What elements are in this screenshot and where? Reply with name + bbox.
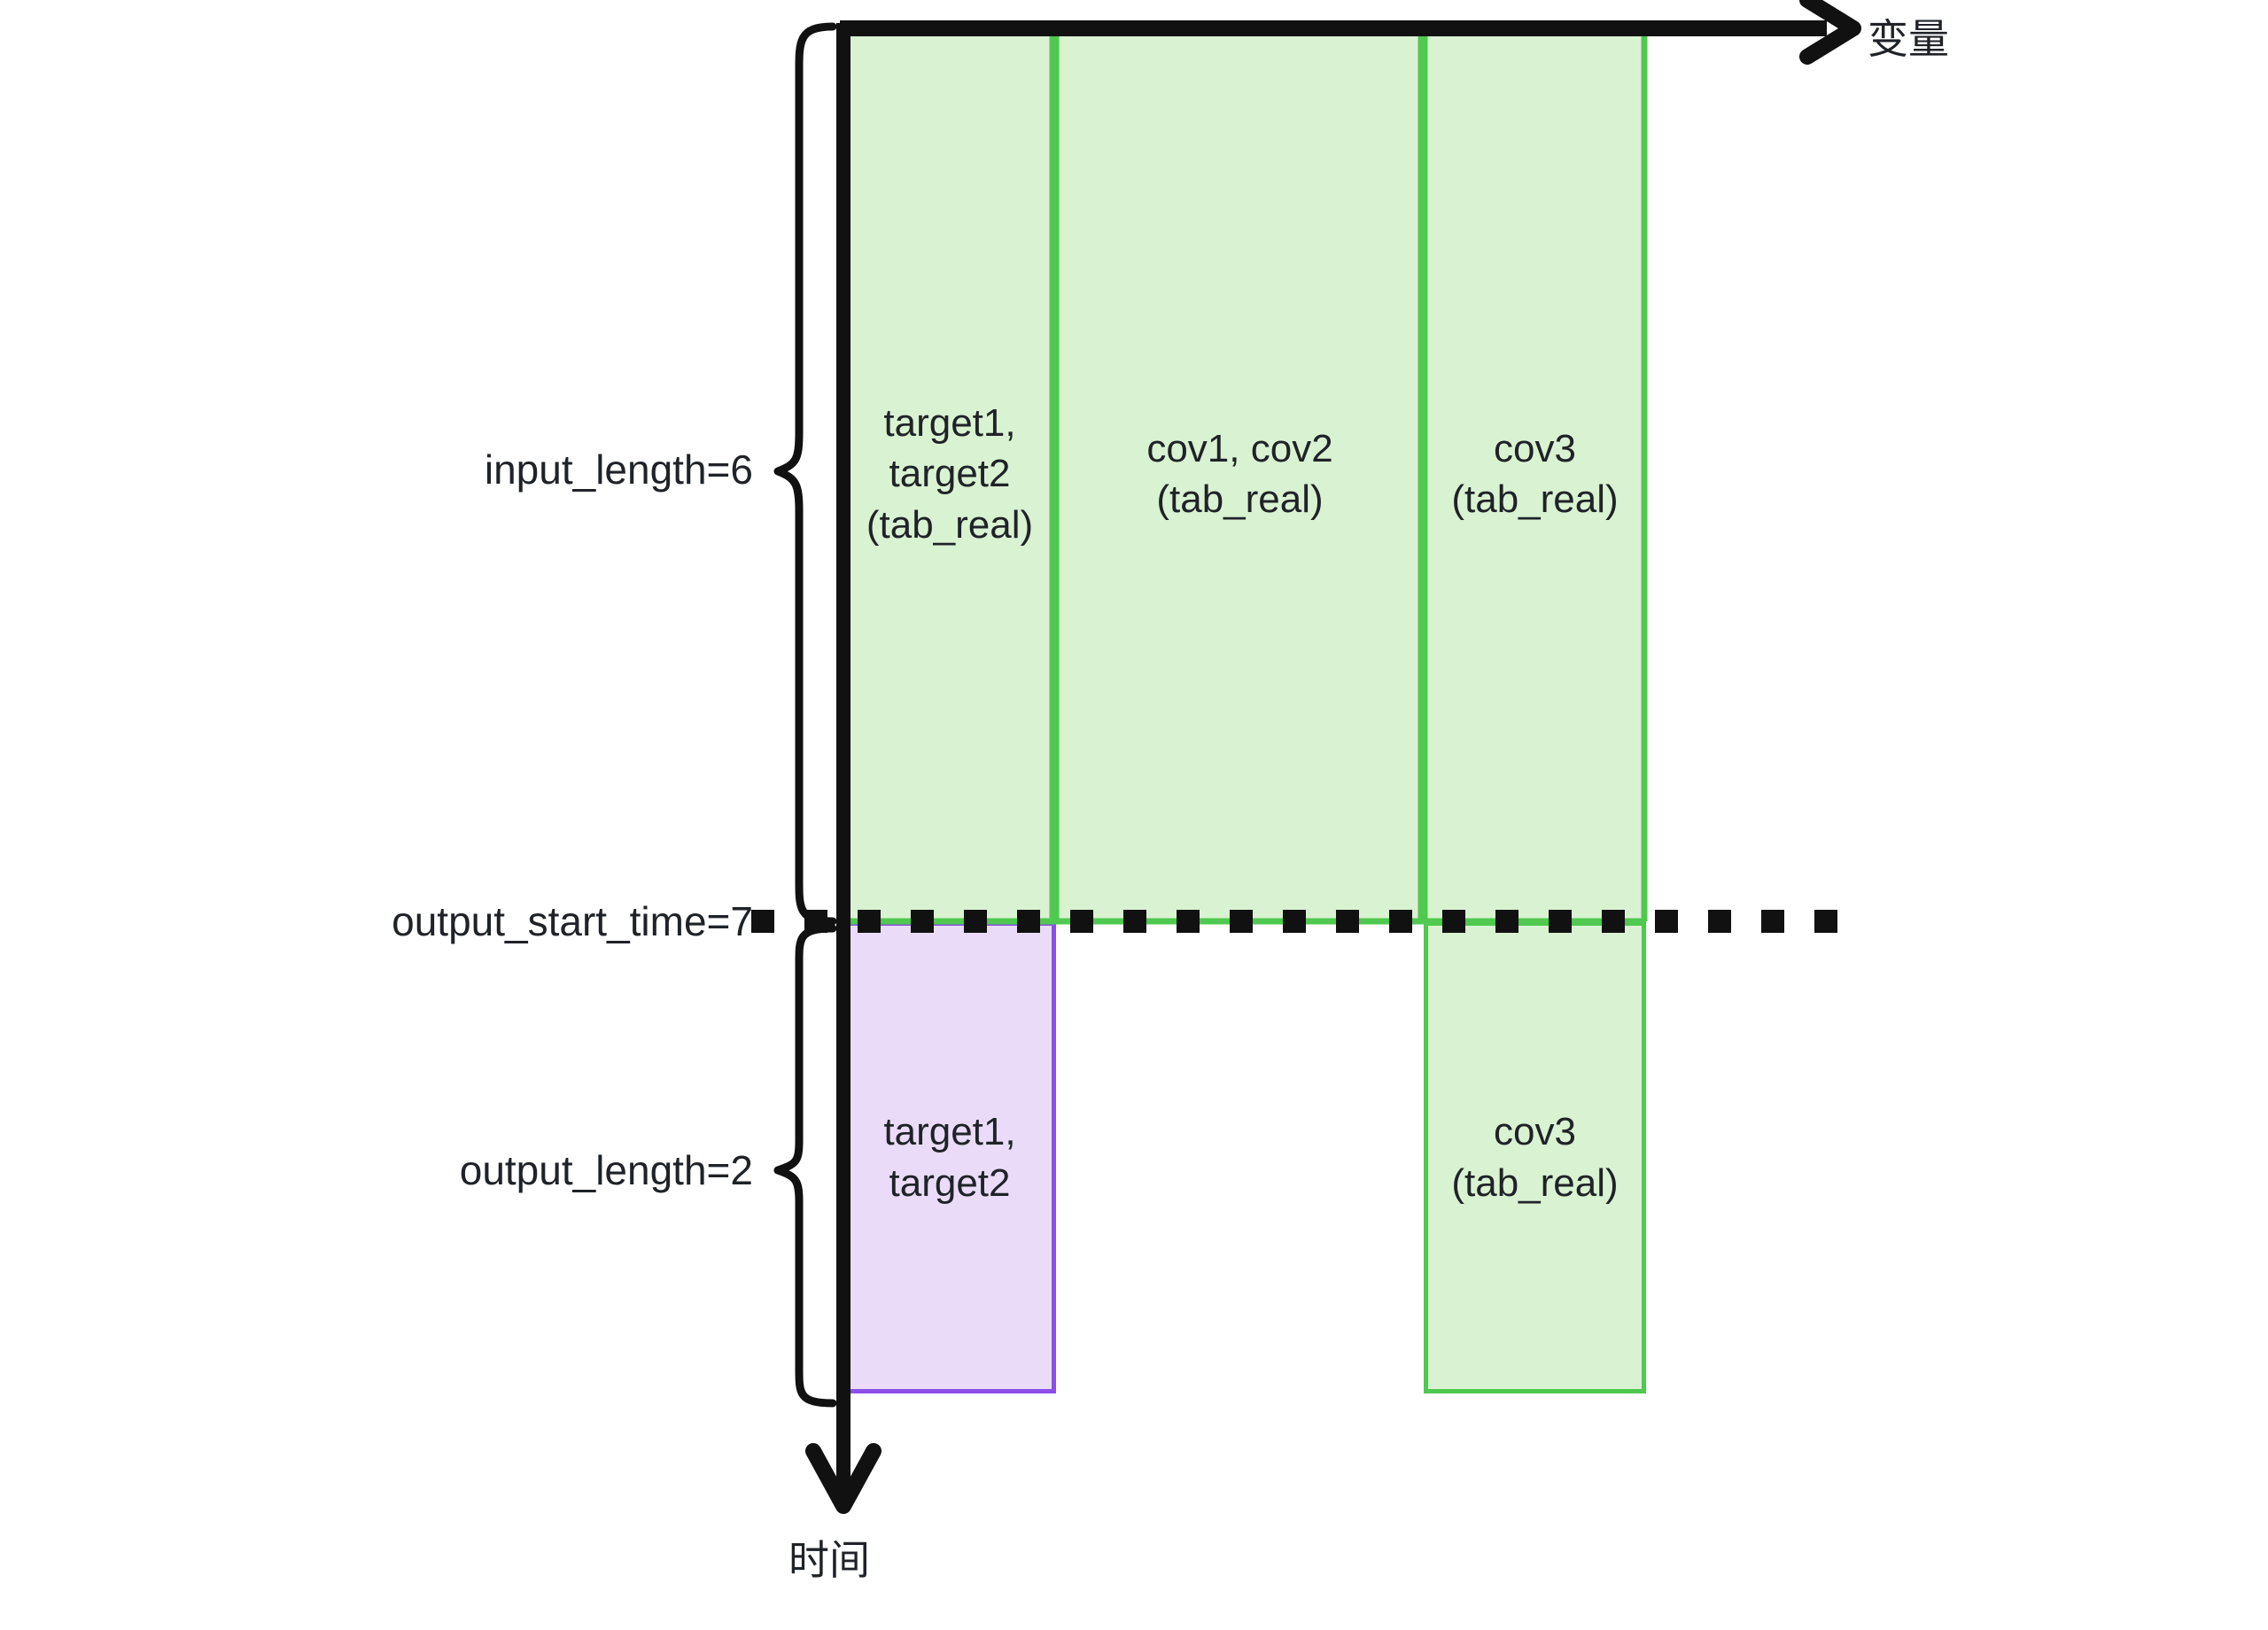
output-start-time-label: output_start_time=7 bbox=[392, 898, 753, 944]
horizontal-axis bbox=[840, 0, 1861, 65]
input-length-label: input_length=6 bbox=[484, 446, 753, 493]
vertical-axis-label: 时间 bbox=[788, 1537, 870, 1583]
input-target-label: target1, target2 (tab_real) bbox=[866, 401, 1034, 547]
horizontal-axis-label: 变量 bbox=[1868, 16, 1949, 62]
input-target-block: target1, target2 (tab_real) bbox=[843, 27, 1056, 921]
vertical-axis bbox=[805, 23, 882, 1514]
output-target-block: target1, target2 bbox=[843, 921, 1056, 1393]
output-target-label: target1, target2 bbox=[883, 1110, 1016, 1205]
input-region-outline bbox=[842, 25, 1648, 925]
output-length-label: output_length=2 bbox=[459, 1147, 753, 1193]
input-cov3-label: cov3 (tab_real) bbox=[1451, 426, 1619, 521]
input-cov12-label: cov1, cov2 (tab_real) bbox=[1146, 426, 1333, 521]
output-length-brace bbox=[773, 924, 837, 1408]
output-cov3-label: cov3 (tab_real) bbox=[1451, 1110, 1619, 1205]
input-length-brace bbox=[773, 22, 837, 926]
input-cov12-block: cov1, cov2 (tab_real) bbox=[1056, 27, 1424, 921]
output-cov3-block: cov3 (tab_real) bbox=[1424, 921, 1646, 1393]
input-cov3-block: cov3 (tab_real) bbox=[1424, 27, 1646, 921]
